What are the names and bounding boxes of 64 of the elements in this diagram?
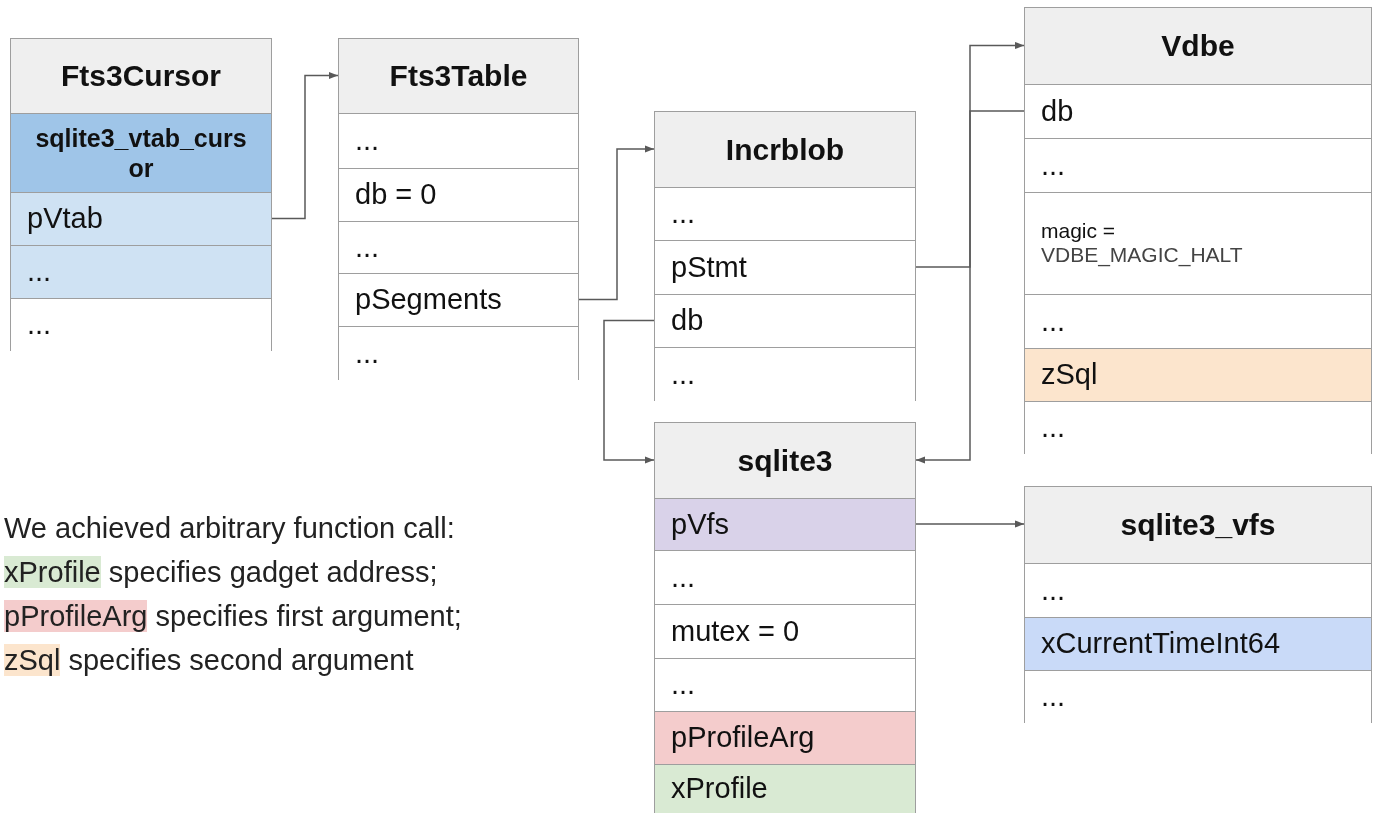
field-text: ... [27,255,53,288]
field-row [1025,400,1371,454]
struct-table [1024,7,1372,454]
field-text: xCurrentTimeInt64 [1041,627,1282,660]
field-text: pVtab [27,202,104,235]
field-text: mutex = 0 [671,614,801,648]
field-text: db [671,304,705,337]
field-text: ... [671,668,697,701]
field-text: sqlite3_vtab_cursor [34,122,248,183]
arrow [915,41,1025,268]
field-row [1025,616,1371,670]
struct-table [338,38,579,380]
note-text: We achieved arbitrary function call: [4,512,455,545]
field-text: pStmt [671,250,748,284]
struct-table [654,111,916,401]
field-row [11,191,271,245]
note-text: xProfile specifies gadget address; [4,556,438,589]
field-text: ... [355,230,381,264]
arrow [603,319,655,464]
field-text: db [1041,94,1075,128]
field-text: ... [355,336,381,370]
field-text: xProfile [671,772,769,805]
field-row [655,763,915,813]
field-row [11,244,271,298]
field-row [11,297,271,351]
arrow [271,71,339,220]
field-text: magic = [1041,219,1117,243]
field-row [655,497,915,550]
field-text: ... [1041,304,1067,338]
field-row [1025,347,1371,401]
field-text: ... [671,197,697,230]
field-text: db = 0 [355,178,438,211]
field-text: ... [1041,148,1067,182]
field-text: pVfs [671,507,731,541]
field-text: ... [1041,411,1067,444]
struct-name: sqlite3_vfs [1025,487,1371,564]
field-row [655,346,915,401]
field-row [11,112,271,192]
struct-name: Vdbe [1025,8,1371,85]
field-row [655,710,915,764]
field-text: ... [671,560,697,594]
note-text: pProfileArg specifies first argument; [4,600,462,633]
field-text: ... [27,308,53,341]
struct-table [1024,486,1372,723]
field-text: VDBE_MAGIC_HALT [1041,243,1244,267]
arrow [578,145,655,301]
field-row [1025,669,1371,723]
field-text: pSegments [355,283,503,316]
struct-table [10,38,272,351]
field-row [339,325,578,380]
struct-name: Incrblob [655,112,915,188]
struct-name: Fts3Cursor [11,39,271,114]
struct-name: sqlite3 [655,423,915,499]
field-text: ... [1041,680,1067,713]
struct-table [654,422,916,813]
field-text: zSql [1041,358,1099,391]
field-text: ... [355,124,381,157]
note-text: zSql specifies second argument [4,644,414,677]
field-text: ... [671,357,697,391]
arrow [915,520,1025,528]
struct-name: Fts3Table [339,39,578,114]
arrow [915,110,1025,464]
field-text: ... [1041,573,1067,607]
field-text: pProfileArg [671,721,816,754]
